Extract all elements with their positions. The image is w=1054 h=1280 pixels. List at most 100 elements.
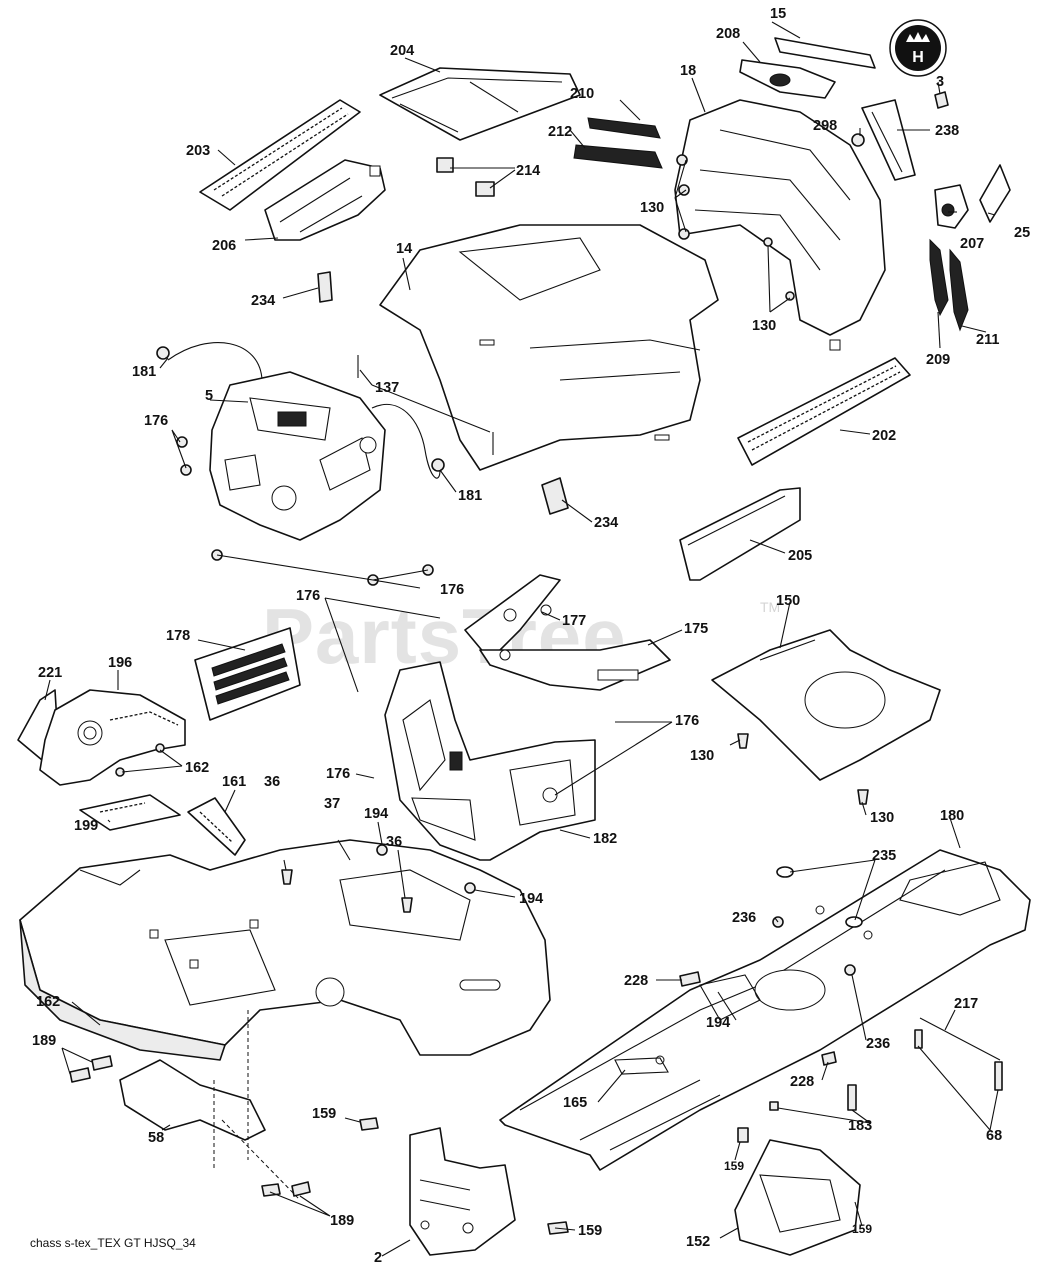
part-180-main-frame[interactable] [499,849,1031,1171]
part-137-rods[interactable] [357,355,494,455]
callout-175[interactable]: 175 [684,621,708,637]
callout-206[interactable]: 206 [212,238,236,254]
part-203-front-grille[interactable] [199,99,361,211]
part-2-lower-bracket[interactable] [409,1127,516,1256]
callout-130-right[interactable]: 130 [752,318,776,334]
callout-130-upper[interactable]: 130 [640,200,664,216]
callout-204[interactable]: 204 [390,43,414,59]
callout-236-upper[interactable]: 236 [732,910,756,926]
part-214-clips[interactable] [436,157,495,197]
callout-159-right[interactable]: 159 [852,1222,872,1236]
part-210-grille-strip[interactable] [587,117,661,139]
callout-209[interactable]: 209 [926,352,950,368]
callout-234-upper[interactable]: 234 [251,293,275,309]
part-3-fastener[interactable] [934,91,949,109]
callout-214[interactable]: 214 [516,163,540,179]
part-178-grille-plate[interactable] [194,627,301,721]
part-68-bolt[interactable] [914,1029,1003,1091]
callout-176-right[interactable]: 176 [675,713,699,729]
part-207-light-housing[interactable] [934,184,969,229]
callout-178[interactable]: 178 [166,628,190,644]
part-37-footrest-body[interactable] [19,839,551,1061]
callout-228-lower[interactable]: 228 [790,1074,814,1090]
part-36-fastener[interactable] [281,869,413,913]
part-165-frame-slot[interactable] [614,1057,669,1075]
callout-217[interactable]: 217 [954,996,978,1012]
callout-189-left[interactable]: 189 [32,1033,56,1049]
callout-177[interactable]: 177 [562,613,586,629]
callout-194-lower[interactable]: 194 [706,1015,730,1031]
part-199-small-cover[interactable] [79,794,181,831]
callout-228-upper[interactable]: 228 [624,973,648,989]
callout-298[interactable]: 298 [813,118,837,134]
callout-14[interactable]: 14 [396,241,412,257]
part-298-washer[interactable] [851,133,865,147]
part-196-rear-pod[interactable] [39,689,186,786]
part-209-decal[interactable] [929,238,949,317]
callout-238[interactable]: 238 [935,123,959,139]
callout-159-lower[interactable]: 159 [578,1223,602,1239]
callout-150[interactable]: 150 [776,593,800,609]
callout-181-right[interactable]: 181 [458,488,482,504]
callout-210[interactable]: 210 [570,86,594,102]
callout-207[interactable]: 207 [960,236,984,252]
part-228-fastener[interactable] [679,971,837,1066]
callout-194-upper[interactable]: 194 [364,806,388,822]
callout-202[interactable]: 202 [872,428,896,444]
callout-130-lower[interactable]: 130 [870,810,894,826]
part-58-bracket[interactable] [119,1059,266,1141]
callout-2[interactable]: 2 [374,1250,382,1266]
callout-159-left[interactable]: 159 [312,1106,336,1122]
callout-176-top[interactable]: 176 [296,588,320,604]
callout-18[interactable]: 18 [680,63,696,79]
part-152-skid-plate[interactable] [734,1139,861,1256]
callout-205[interactable]: 205 [788,548,812,564]
part-189-bolt[interactable] [69,1055,311,1197]
part-204-hood-top-cover[interactable] [379,67,581,141]
part-208-lens-cover[interactable] [739,59,836,99]
callout-234-lower[interactable]: 234 [594,515,618,531]
part-15-seat-trim[interactable] [774,37,876,69]
part-183-bolt[interactable] [769,1084,857,1111]
part-14-hood[interactable] [379,224,719,471]
part-238-side-trim[interactable] [861,99,916,181]
part-130-fastener-middle[interactable] [737,733,869,805]
callout-176-left[interactable]: 176 [144,413,168,429]
part-211-decal[interactable] [949,248,969,332]
callout-37[interactable]: 37 [324,796,340,812]
callout-180[interactable]: 180 [940,808,964,824]
callout-211[interactable]: 211 [976,332,999,348]
part-25-lens[interactable] [979,164,1011,223]
callout-162-lower[interactable]: 162 [36,994,60,1010]
part-18-rear-fender[interactable] [674,99,886,351]
callout-181-left[interactable]: 181 [132,364,156,380]
callout-221[interactable]: 221 [38,665,62,681]
callout-58[interactable]: 58 [148,1130,164,1146]
callout-161[interactable]: 161 [222,774,246,790]
callout-165[interactable]: 165 [563,1095,587,1111]
callout-236-lower[interactable]: 236 [866,1036,890,1052]
part-212-grille-strip[interactable] [573,144,663,169]
callout-212[interactable]: 212 [548,124,572,140]
part-234-clip-lower[interactable] [541,477,569,515]
callout-130-mid[interactable]: 130 [690,748,714,764]
part-161-bracket[interactable] [187,797,246,856]
part-175-bracket[interactable] [479,639,671,691]
callout-36-right[interactable]: 36 [386,834,402,850]
callout-3[interactable]: 3 [936,74,944,90]
callout-159-mid[interactable]: 159 [724,1159,744,1173]
callout-15[interactable]: 15 [770,6,786,22]
part-150-battery-tray[interactable] [711,629,941,781]
callout-194-mid[interactable]: 194 [519,891,543,907]
callout-196[interactable]: 196 [108,655,132,671]
callout-208[interactable]: 208 [716,26,740,42]
callout-5[interactable]: 5 [205,388,213,404]
callout-152[interactable]: 152 [686,1234,710,1250]
callout-137[interactable]: 137 [375,380,399,396]
part-205-lower-panel[interactable] [679,487,801,581]
part-217-rod[interactable] [919,1017,1001,1061]
callout-199[interactable]: 199 [74,818,98,834]
callout-36-left[interactable]: 36 [264,774,280,790]
callout-203[interactable]: 203 [186,143,210,159]
part-202-lower-grille[interactable] [737,357,911,466]
